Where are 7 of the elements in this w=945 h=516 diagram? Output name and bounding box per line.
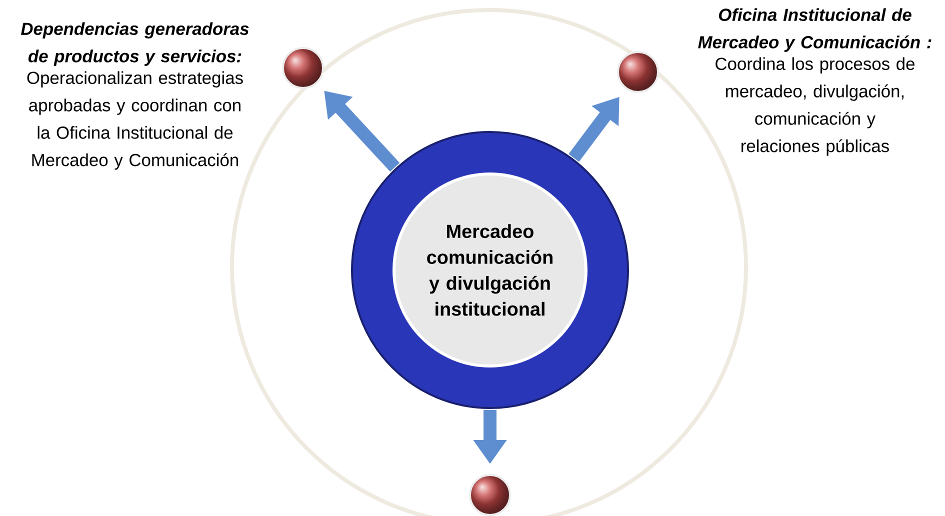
heading: Oficina Institucional de Mercadeo y Comunicación : <box>698 8 932 52</box>
description: Coordina los procesos de mercadeo, divulgación, comunicación y relaciones públicas <box>716 57 914 156</box>
sphere <box>282 47 324 89</box>
sphere <box>617 51 659 93</box>
heading: Dependencias generadoras de productos y servicios: <box>20 22 249 66</box>
sphere <box>469 474 511 516</box>
description: Operacionalizan estrategias aprobadas y coordinan con la Oficina Institucional de Mercadeo y Comunicación <box>27 71 243 170</box>
